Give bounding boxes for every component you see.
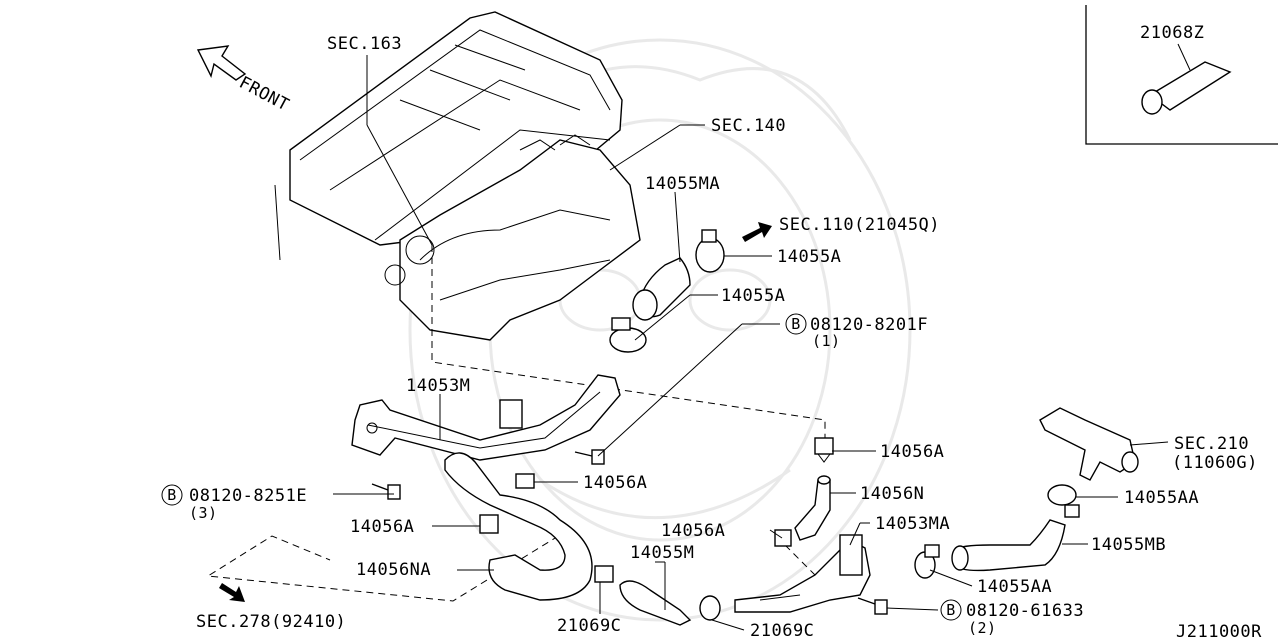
label-14056A-mid: 14056A xyxy=(583,473,647,493)
label-bolt-08120-8251E: 08120-8251E xyxy=(189,486,307,506)
bolt-symbol-text: B xyxy=(167,486,177,504)
label-sec210-ref: (11060G) xyxy=(1172,453,1258,473)
clamp-14055A-upper xyxy=(695,229,725,273)
water-outlet-14053MA xyxy=(734,534,871,613)
label-14056A-right: 14056A xyxy=(880,442,944,462)
sealant-tube-cap xyxy=(1141,89,1163,115)
hose-14056N xyxy=(794,475,831,541)
label-14055AA-lower: 14055AA xyxy=(977,577,1052,597)
label-14056A-lower: 14056A xyxy=(661,521,725,541)
clamp-14055AA-upper xyxy=(1047,484,1080,518)
leader-lines xyxy=(333,55,1169,631)
label-bolt-08120-61633: 08120-61633 xyxy=(966,601,1084,621)
label-21068Z: 21068Z xyxy=(1140,23,1204,43)
clip-14056A-right xyxy=(814,437,834,463)
clip-14056A-left xyxy=(479,514,499,534)
label-bolt-08120-8251E-qty: (3) xyxy=(189,504,218,522)
front-arrow-icon xyxy=(196,45,247,81)
label-21069C-left: 21069C xyxy=(557,616,621,636)
bolt-08120-8251E xyxy=(371,483,401,500)
label-sec140: SEC.140 xyxy=(711,116,786,136)
clamp-14055AA-lower xyxy=(914,544,940,579)
sealant-tube xyxy=(1148,61,1232,111)
label-14056A-left: 14056A xyxy=(350,517,414,537)
bolt-symbol-text: B xyxy=(946,601,956,619)
thermostat-housing xyxy=(1039,407,1139,481)
label-bolt-08120-61633-qty: (2) xyxy=(968,619,997,637)
hose-14056NA xyxy=(444,452,593,601)
clamp-14055A-lower xyxy=(609,317,647,353)
label-bolt-08120-8201F: 08120-8201F xyxy=(810,315,928,335)
label-front: FRONT xyxy=(236,73,293,116)
label-14053M: 14053M xyxy=(406,376,470,396)
sec110-arrow-icon xyxy=(742,222,772,242)
label-sec163: SEC.163 xyxy=(327,34,402,54)
bolt-symbol-3: B xyxy=(940,599,962,621)
inset-box xyxy=(1085,5,1278,145)
label-bolt-08120-8201F-qty: (1) xyxy=(812,332,841,350)
hose-14055M xyxy=(594,565,721,626)
bolt-08120-61633 xyxy=(857,597,888,615)
clip-14056A-lower xyxy=(774,529,792,547)
label-14056N: 14056N xyxy=(860,484,924,504)
label-14055MA: 14055MA xyxy=(645,174,720,194)
label-sec210: SEC.210 xyxy=(1174,434,1249,454)
label-14056NA: 14056NA xyxy=(356,560,431,580)
bolt-08120-8201F xyxy=(574,449,605,465)
label-14055A-upper: 14055A xyxy=(777,247,841,267)
diagram-code: J211000R xyxy=(1176,622,1262,639)
label-14055MB: 14055MB xyxy=(1091,535,1166,555)
label-sec278: SEC.278(92410) xyxy=(196,612,346,632)
intake-manifold xyxy=(384,134,641,341)
label-14055M: 14055M xyxy=(630,543,694,563)
bolt-symbol-1: B xyxy=(785,313,807,335)
label-14055A-lower: 14055A xyxy=(721,286,785,306)
label-14053MA: 14053MA xyxy=(875,514,950,534)
clip-14056A-mid xyxy=(515,473,535,489)
upper-hose-14055MA xyxy=(632,257,691,321)
label-14055AA-upper: 14055AA xyxy=(1124,488,1199,508)
bolt-symbol-text: B xyxy=(791,315,801,333)
bolt-symbol-2: B xyxy=(161,484,183,506)
label-sec110: SEC.110(21045Q) xyxy=(779,215,940,235)
water-pipe-14053M xyxy=(351,374,621,461)
sec278-arrow-icon xyxy=(219,583,245,602)
label-21069C-right: 21069C xyxy=(750,621,814,639)
hose-14055MB xyxy=(951,519,1066,572)
